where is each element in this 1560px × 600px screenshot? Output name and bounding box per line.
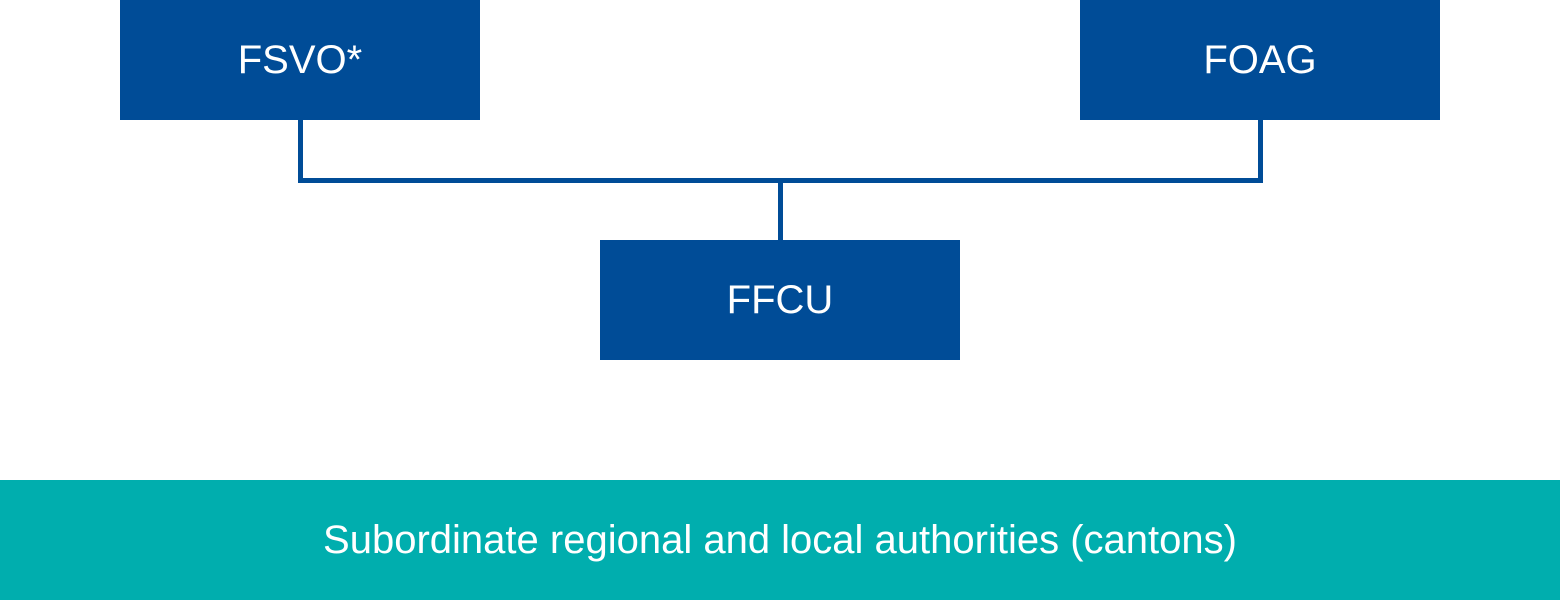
cantons-bar: Subordinate regional and local authoriti… <box>0 480 1560 600</box>
connector-fsvo <box>298 120 303 183</box>
node-fsvo: FSVO* <box>120 0 480 120</box>
connector-foag <box>1258 120 1263 183</box>
node-ffcu-label: FFCU <box>726 277 834 322</box>
node-foag: FOAG <box>1080 0 1440 120</box>
connector-ffcu <box>778 178 783 240</box>
node-ffcu: FFCU <box>600 240 960 360</box>
node-foag-label: FOAG <box>1203 37 1317 82</box>
node-fsvo-label: FSVO* <box>237 37 363 82</box>
cantons-bar-label: Subordinate regional and local authoriti… <box>323 517 1237 562</box>
